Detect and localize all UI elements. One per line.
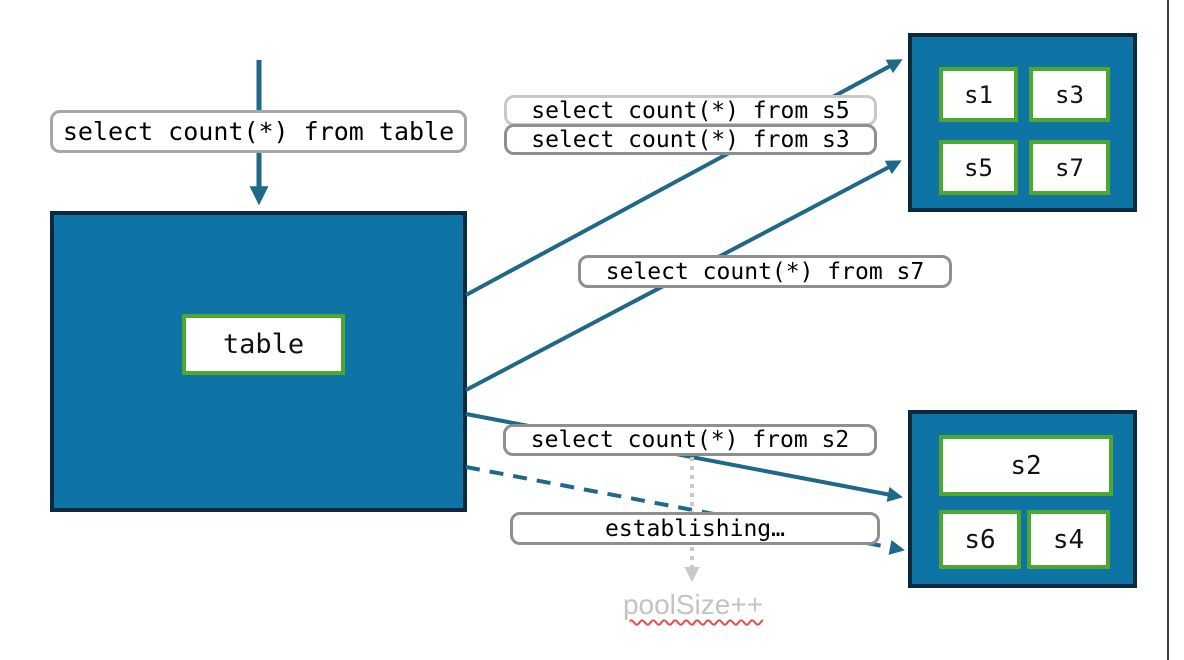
query-label-s5: select count(*) from s5 xyxy=(504,95,877,126)
query-label-s2: select count(*) from s2 xyxy=(503,424,877,456)
session-slot-s1: s1 xyxy=(939,67,1018,122)
session-slot-s4: s4 xyxy=(1027,510,1110,569)
poolsize-increment-text: poolSize++ xyxy=(622,589,764,620)
establishing-label: establishing… xyxy=(510,512,880,545)
session-slot-s3: s3 xyxy=(1029,67,1110,122)
session-slot-s2: s2 xyxy=(939,435,1113,496)
slide-edge-line xyxy=(1167,0,1169,660)
table-slot: table xyxy=(182,314,345,375)
session-slot-s6: s6 xyxy=(939,510,1021,569)
session-slot-s5: s5 xyxy=(939,140,1018,195)
session-slot-s7: s7 xyxy=(1029,140,1110,195)
session-pool-bottom: s2 s6 s4 xyxy=(908,410,1137,588)
query-label-s7: select count(*) from s7 xyxy=(578,255,952,288)
table-box: table xyxy=(50,211,467,512)
session-pool-top: s1 s3 s5 s7 xyxy=(908,33,1137,212)
query-label-s3: select count(*) from s3 xyxy=(504,124,877,155)
query-label-table: select count(*) from table xyxy=(50,110,467,153)
